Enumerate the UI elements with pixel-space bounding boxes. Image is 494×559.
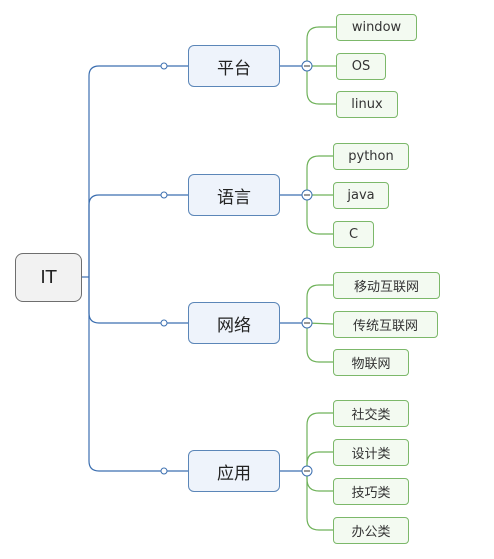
- leaf-label: OS: [351, 59, 371, 74]
- leaf-label: python: [348, 149, 394, 164]
- leaf-connector: [306, 66, 336, 105]
- branch-node-network[interactable]: 网络: [188, 302, 280, 344]
- root-node[interactable]: IT: [15, 253, 82, 302]
- leaf-node[interactable]: window: [336, 14, 417, 41]
- leaf-label: 办公类: [351, 525, 391, 540]
- branch-label: 语言: [217, 187, 251, 208]
- leaf-label: linux: [351, 97, 383, 112]
- branch-connector: [88, 65, 188, 277]
- branch-node-language[interactable]: 语言: [188, 174, 280, 216]
- branch-connector: [88, 194, 188, 277]
- leaf-connector: [306, 323, 333, 363]
- leaf-node[interactable]: linux: [336, 91, 398, 118]
- branch-anchor-icon[interactable]: [160, 191, 168, 199]
- branch-anchor-icon[interactable]: [160, 62, 168, 70]
- leaf-node[interactable]: 社交类: [333, 400, 409, 427]
- leaf-label: C: [348, 227, 359, 242]
- leaf-node[interactable]: 物联网: [333, 349, 409, 376]
- leaf-label: 社交类: [351, 408, 391, 423]
- leaf-connector: [306, 195, 333, 235]
- leaf-connector: [306, 451, 333, 471]
- leaf-node[interactable]: OS: [336, 53, 386, 80]
- branch-node-application[interactable]: 应用: [188, 450, 280, 492]
- leaf-label: java: [347, 188, 375, 203]
- branch-label: 应用: [217, 463, 251, 484]
- leaf-connector: [306, 284, 333, 323]
- leaf-label: 移动互联网: [353, 280, 419, 295]
- branch-connector: [88, 277, 188, 324]
- leaf-label: 传统互联网: [352, 319, 418, 334]
- branch-label: 平台: [217, 58, 251, 79]
- leaf-label: window: [351, 20, 402, 35]
- leaf-node[interactable]: java: [333, 182, 389, 209]
- leaf-node[interactable]: 设计类: [333, 439, 409, 466]
- leaf-node[interactable]: 移动互联网: [333, 272, 440, 299]
- leaf-label: 设计类: [351, 447, 391, 462]
- branch-node-platform[interactable]: 平台: [188, 45, 280, 87]
- branch-anchor-icon[interactable]: [160, 467, 168, 475]
- branch-label: 网络: [217, 315, 251, 336]
- leaf-connector: [306, 155, 333, 195]
- leaf-label: 技巧类: [351, 486, 391, 501]
- leaf-node[interactable]: python: [333, 143, 409, 170]
- leaf-node[interactable]: 传统互联网: [333, 311, 438, 338]
- leaf-connector: [306, 471, 333, 531]
- leaf-node[interactable]: 技巧类: [333, 478, 409, 505]
- root-label: IT: [40, 267, 57, 288]
- leaf-connector: [306, 412, 333, 471]
- leaf-connector: [306, 26, 336, 66]
- branch-anchor-icon[interactable]: [160, 319, 168, 327]
- leaf-node[interactable]: C: [333, 221, 374, 248]
- leaf-node[interactable]: 办公类: [333, 517, 409, 544]
- leaf-label: 物联网: [351, 357, 391, 372]
- branch-connector: [88, 277, 188, 472]
